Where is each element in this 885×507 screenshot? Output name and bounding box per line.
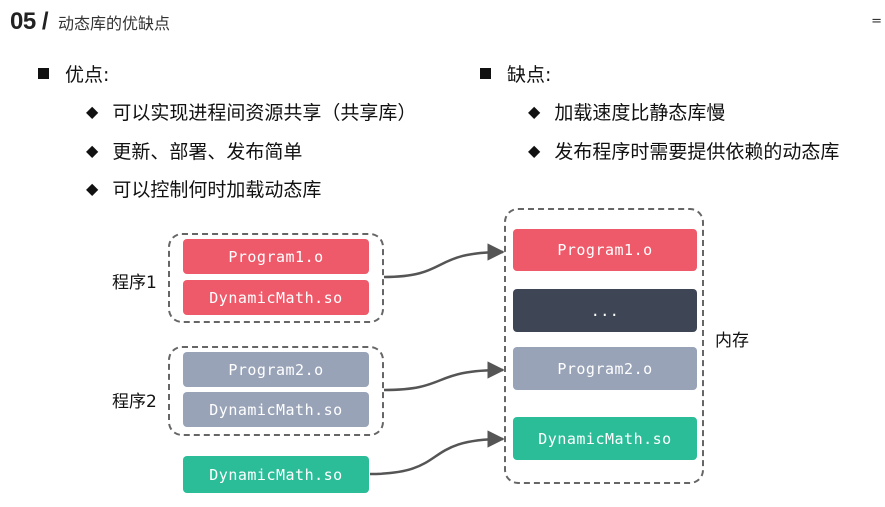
- diamond-bullet-icon: ◆: [86, 141, 99, 160]
- program1-object-box: Program1.o: [183, 239, 369, 274]
- memory-label: 内存: [715, 331, 749, 351]
- program1-label: 程序1: [112, 273, 157, 293]
- cons-item: ◆ 加载速度比静态库慢: [528, 98, 725, 125]
- memory-ellipsis-box: ...: [513, 289, 697, 332]
- cons-item-text: 加载速度比静态库慢: [554, 102, 726, 124]
- diamond-bullet-icon: ◆: [86, 102, 99, 121]
- program2-label: 程序2: [112, 392, 157, 412]
- menu-icon[interactable]: =: [871, 14, 882, 29]
- pros-item-text: 更新、部署、发布简单: [112, 141, 303, 163]
- arrow-dynamicmath-to-memory: [369, 430, 505, 476]
- program2-object-box: Program2.o: [183, 352, 369, 387]
- pros-item-text: 可以控制何时加载动态库: [112, 179, 322, 201]
- slide-title: 动态库的优缺点: [58, 14, 171, 33]
- square-bullet-icon: [38, 68, 49, 79]
- cons-item-text: 发布程序时需要提供依赖的动态库: [554, 141, 840, 163]
- pros-item-text: 可以实现进程间资源共享（共享库）: [112, 102, 417, 124]
- arrow-program2-to-memory: [383, 361, 505, 392]
- pros-heading: 优点:: [38, 60, 109, 87]
- diamond-bullet-icon: ◆: [528, 141, 541, 160]
- cons-title: 缺点:: [507, 64, 552, 86]
- memory-program1-box: Program1.o: [513, 229, 697, 271]
- memory-group: [504, 208, 704, 484]
- arrow-program1-to-memory: [383, 243, 505, 279]
- program1-group: [168, 233, 384, 323]
- program2-library-box: DynamicMath.so: [183, 392, 369, 427]
- diamond-bullet-icon: ◆: [528, 102, 541, 121]
- pros-item: ◆ 可以实现进程间资源共享（共享库）: [86, 98, 416, 125]
- section-number: 05 /: [10, 8, 49, 35]
- memory-library-box: DynamicMath.so: [513, 417, 697, 460]
- slide-header: 05 / 动态库的优缺点: [10, 8, 170, 42]
- cons-heading: 缺点:: [480, 60, 551, 87]
- program1-library-box: DynamicMath.so: [183, 280, 369, 315]
- dynamicmath-library-box: DynamicMath.so: [183, 456, 369, 493]
- memory-program2-box: Program2.o: [513, 347, 697, 390]
- diamond-bullet-icon: ◆: [86, 179, 99, 198]
- cons-item: ◆ 发布程序时需要提供依赖的动态库: [528, 137, 839, 164]
- pros-item: ◆ 可以控制何时加载动态库: [86, 175, 321, 202]
- pros-item: ◆ 更新、部署、发布简单: [86, 137, 302, 164]
- square-bullet-icon: [480, 68, 491, 79]
- pros-title: 优点:: [65, 64, 110, 86]
- program2-group: [168, 346, 384, 436]
